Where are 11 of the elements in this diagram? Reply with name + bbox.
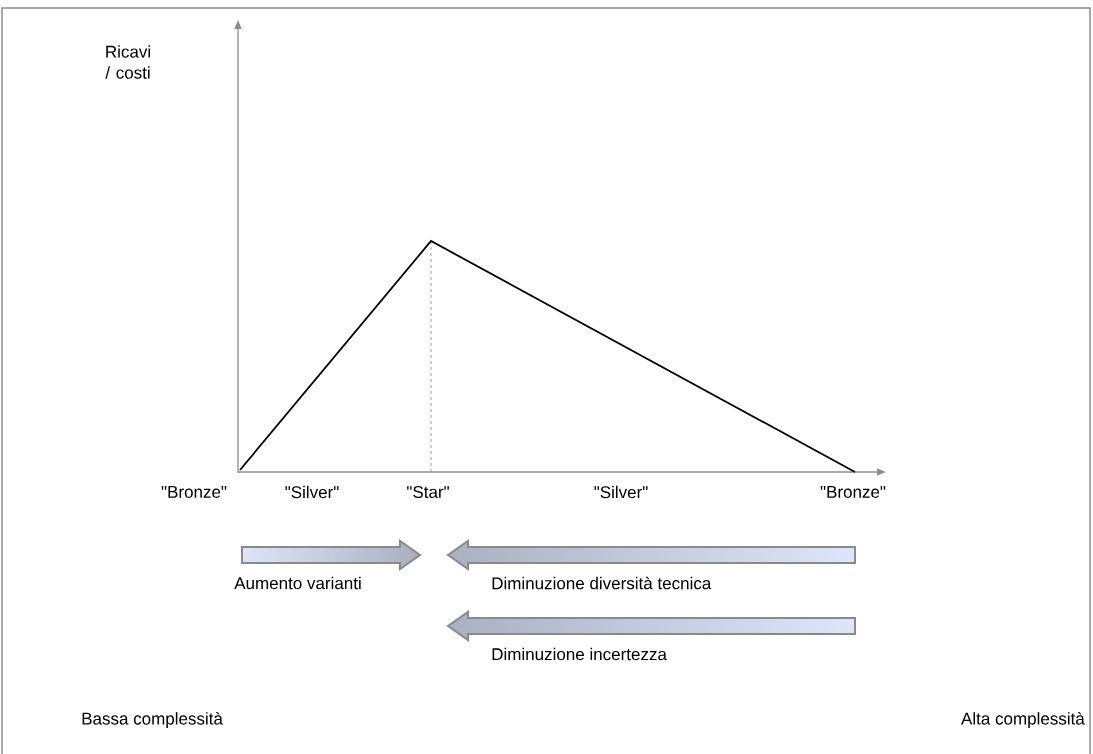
arrow-caption: Diminuzione incertezza xyxy=(492,647,667,661)
arrow-caption: Aumento varianti xyxy=(234,576,361,590)
axis-label: Ricavi / costi xyxy=(105,45,150,79)
category-label: "Bronze" xyxy=(161,486,227,498)
scale-label: Bassa complessità xyxy=(82,711,223,728)
category-label: "Bronze" xyxy=(820,486,886,498)
category-label: "Silver" xyxy=(594,485,648,499)
scale-label: Alta complessità xyxy=(961,711,1085,728)
category-label: "Silver" xyxy=(285,485,339,499)
arrow-caption: Diminuzione diversità tecnica xyxy=(492,576,712,590)
category-label: "Star" xyxy=(407,485,449,498)
